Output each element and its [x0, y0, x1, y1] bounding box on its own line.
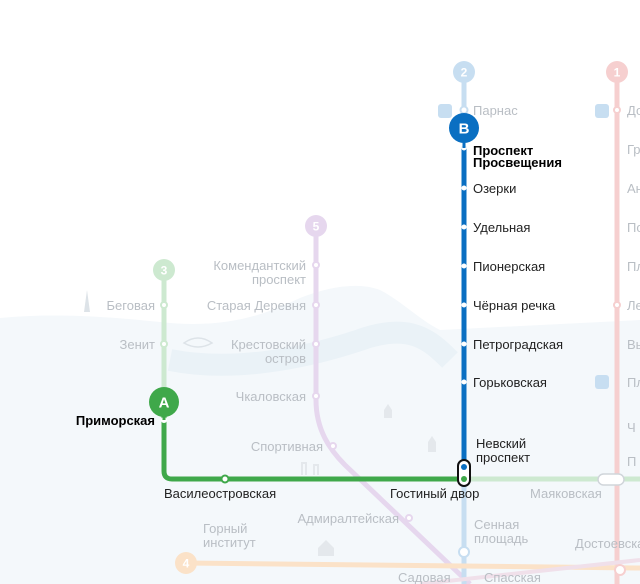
station-label-chernaya-rechka[interactable]: Чёрная речка	[473, 298, 556, 313]
station-label-sennaya-2[interactable]: площадь	[474, 531, 529, 546]
station-label-edge-pl[interactable]: Пл	[627, 259, 640, 274]
station-label-nevsky-2[interactable]: проспект	[476, 450, 530, 465]
station-label-edge-pl2[interactable]: Пл	[627, 375, 640, 390]
station-label-edge-ch[interactable]: Ч	[627, 420, 636, 435]
station-dot-admiralteyskaya[interactable]	[405, 514, 413, 522]
station-label-staraya-derevnya[interactable]: Старая Деревня	[207, 298, 306, 313]
station-label-spasskaya[interactable]: Спасская	[484, 570, 541, 584]
fortress-icon	[301, 462, 319, 475]
line-3-badge[interactable]	[153, 259, 175, 281]
station-label-prosvescheniya-2[interactable]: Просвещения	[473, 155, 562, 170]
line-5-badge-number: 5	[313, 220, 320, 234]
station-dot-udelnaya[interactable]	[461, 224, 467, 230]
station-dot-krestovsky[interactable]	[312, 340, 320, 348]
station-label-prosvescheniya-1[interactable]: Проспект	[473, 143, 533, 158]
transfer-nevsky-gostiny[interactable]	[457, 459, 471, 487]
stadium-icon	[182, 337, 214, 348]
route-start-marker[interactable]	[149, 387, 179, 417]
station-label-mayakovskaya[interactable]: Маяковская	[530, 486, 602, 501]
station-label-admiralteyskaya[interactable]: Адмиралтейская	[297, 511, 399, 526]
transfer-dot-gostiny	[461, 476, 467, 482]
station-label-petrogradskaya[interactable]: Петроградская	[473, 337, 563, 352]
station-label-gorkovskaya[interactable]: Горьковская	[473, 375, 547, 390]
station-dot-gorkovskaya[interactable]	[461, 379, 467, 385]
station-label-dostoevskaya[interactable]: Достоевская	[575, 536, 640, 551]
transfer-dot-nevsky	[461, 464, 467, 470]
station-label-sennaya-1[interactable]: Сенная	[474, 517, 519, 532]
station-label-gorny-1[interactable]: Горный	[203, 521, 247, 536]
station-label-ozerki[interactable]: Озерки	[473, 181, 516, 196]
station-label-gorny-2[interactable]: институт	[203, 535, 256, 550]
route-line-3	[161, 399, 465, 482]
railway-icon	[438, 104, 452, 118]
line-5-lower-track	[419, 558, 640, 584]
transfer-mayakovskaya[interactable]	[597, 473, 625, 486]
station-label-udelnaya[interactable]: Удельная	[473, 220, 530, 235]
station-label-krestovsky-2[interactable]: остров	[265, 351, 306, 366]
church-icon-1	[428, 436, 436, 452]
station-label-edge-le[interactable]: Ле	[627, 298, 640, 313]
station-dot-vasileostrovskaya[interactable]	[220, 474, 230, 484]
station-dot-dostoevskaya[interactable]	[614, 564, 626, 576]
station-label-edge-po[interactable]: По	[627, 220, 640, 235]
station-dot-komendantsky[interactable]	[312, 261, 320, 269]
line-4-badge-number: 4	[183, 557, 190, 571]
station-dot-ozerki[interactable]	[461, 185, 467, 191]
line-1-badge[interactable]	[606, 61, 628, 83]
station-label-pionerskaya[interactable]: Пионерская	[473, 259, 545, 274]
water-area	[0, 285, 640, 584]
railway-icon-edge-top	[595, 104, 609, 118]
station-label-begovaya[interactable]: Беговая	[107, 298, 155, 313]
station-dot-sportivnaya[interactable]	[329, 442, 337, 450]
church-icon-2	[384, 404, 392, 418]
station-label-chkalovskaya[interactable]: Чкаловская	[236, 389, 306, 404]
station-label-edge-do[interactable]: До	[627, 103, 640, 118]
line-5-track	[313, 226, 472, 584]
station-dot-chkalovskaya[interactable]	[312, 392, 320, 400]
cathedral-icon	[318, 540, 334, 556]
station-dot-staraya-derevnya[interactable]	[312, 301, 320, 309]
line-2-badge-number: 2	[461, 66, 468, 80]
station-label-edge-vy[interactable]: Вы	[627, 337, 640, 352]
station-label-edge-gr[interactable]: Гр	[627, 142, 640, 157]
station-label-parnas[interactable]: Парнас	[473, 103, 518, 118]
railway-icon-edge-mid	[595, 375, 609, 389]
station-dot-petrogradskaya[interactable]	[461, 341, 467, 347]
station-label-sportivnaya[interactable]: Спортивная	[251, 439, 323, 454]
station-label-krestovsky-1[interactable]: Крестовский	[231, 337, 306, 352]
river-branch	[167, 321, 458, 376]
station-dot-edge-1[interactable]	[613, 106, 621, 114]
station-dot-sennaya[interactable]	[458, 546, 470, 558]
route-start-letter: A	[159, 395, 170, 412]
station-label-nevsky-1[interactable]: Невский	[476, 436, 526, 451]
line-3-badge-number: 3	[161, 264, 168, 278]
station-dot-parnas[interactable]	[459, 105, 469, 115]
route-end-letter: B	[459, 121, 470, 138]
station-label-edge-p[interactable]: П	[627, 454, 636, 469]
station-dot-chernaya-rechka[interactable]	[461, 302, 467, 308]
station-dot-pionerskaya[interactable]	[461, 263, 467, 269]
line-2-badge[interactable]	[453, 61, 475, 83]
station-label-gostiny-dvor[interactable]: Гостиный двор	[390, 486, 479, 501]
station-dot-zenit[interactable]	[160, 340, 168, 348]
monument-icon	[84, 290, 90, 312]
station-label-zenit[interactable]: Зенит	[120, 337, 156, 352]
station-label-sadovaya[interactable]: Садовая	[398, 570, 451, 584]
station-label-edge-an[interactable]: Ан	[627, 181, 640, 196]
station-label-komendantsky-2[interactable]: проспект	[252, 272, 306, 287]
station-dot-edge-2[interactable]	[613, 301, 621, 309]
station-label-komendantsky-1[interactable]: Комендантский	[213, 258, 306, 273]
station-label-primorskaya[interactable]: Приморская	[76, 413, 155, 428]
line-5-badge[interactable]	[305, 215, 327, 237]
line-1-badge-number: 1	[614, 66, 621, 80]
route-end-marker[interactable]	[449, 113, 479, 143]
line-4-badge[interactable]	[175, 552, 197, 574]
station-label-vasileostrovskaya[interactable]: Василеостровская	[164, 486, 276, 501]
station-dot-begovaya[interactable]	[160, 301, 168, 309]
